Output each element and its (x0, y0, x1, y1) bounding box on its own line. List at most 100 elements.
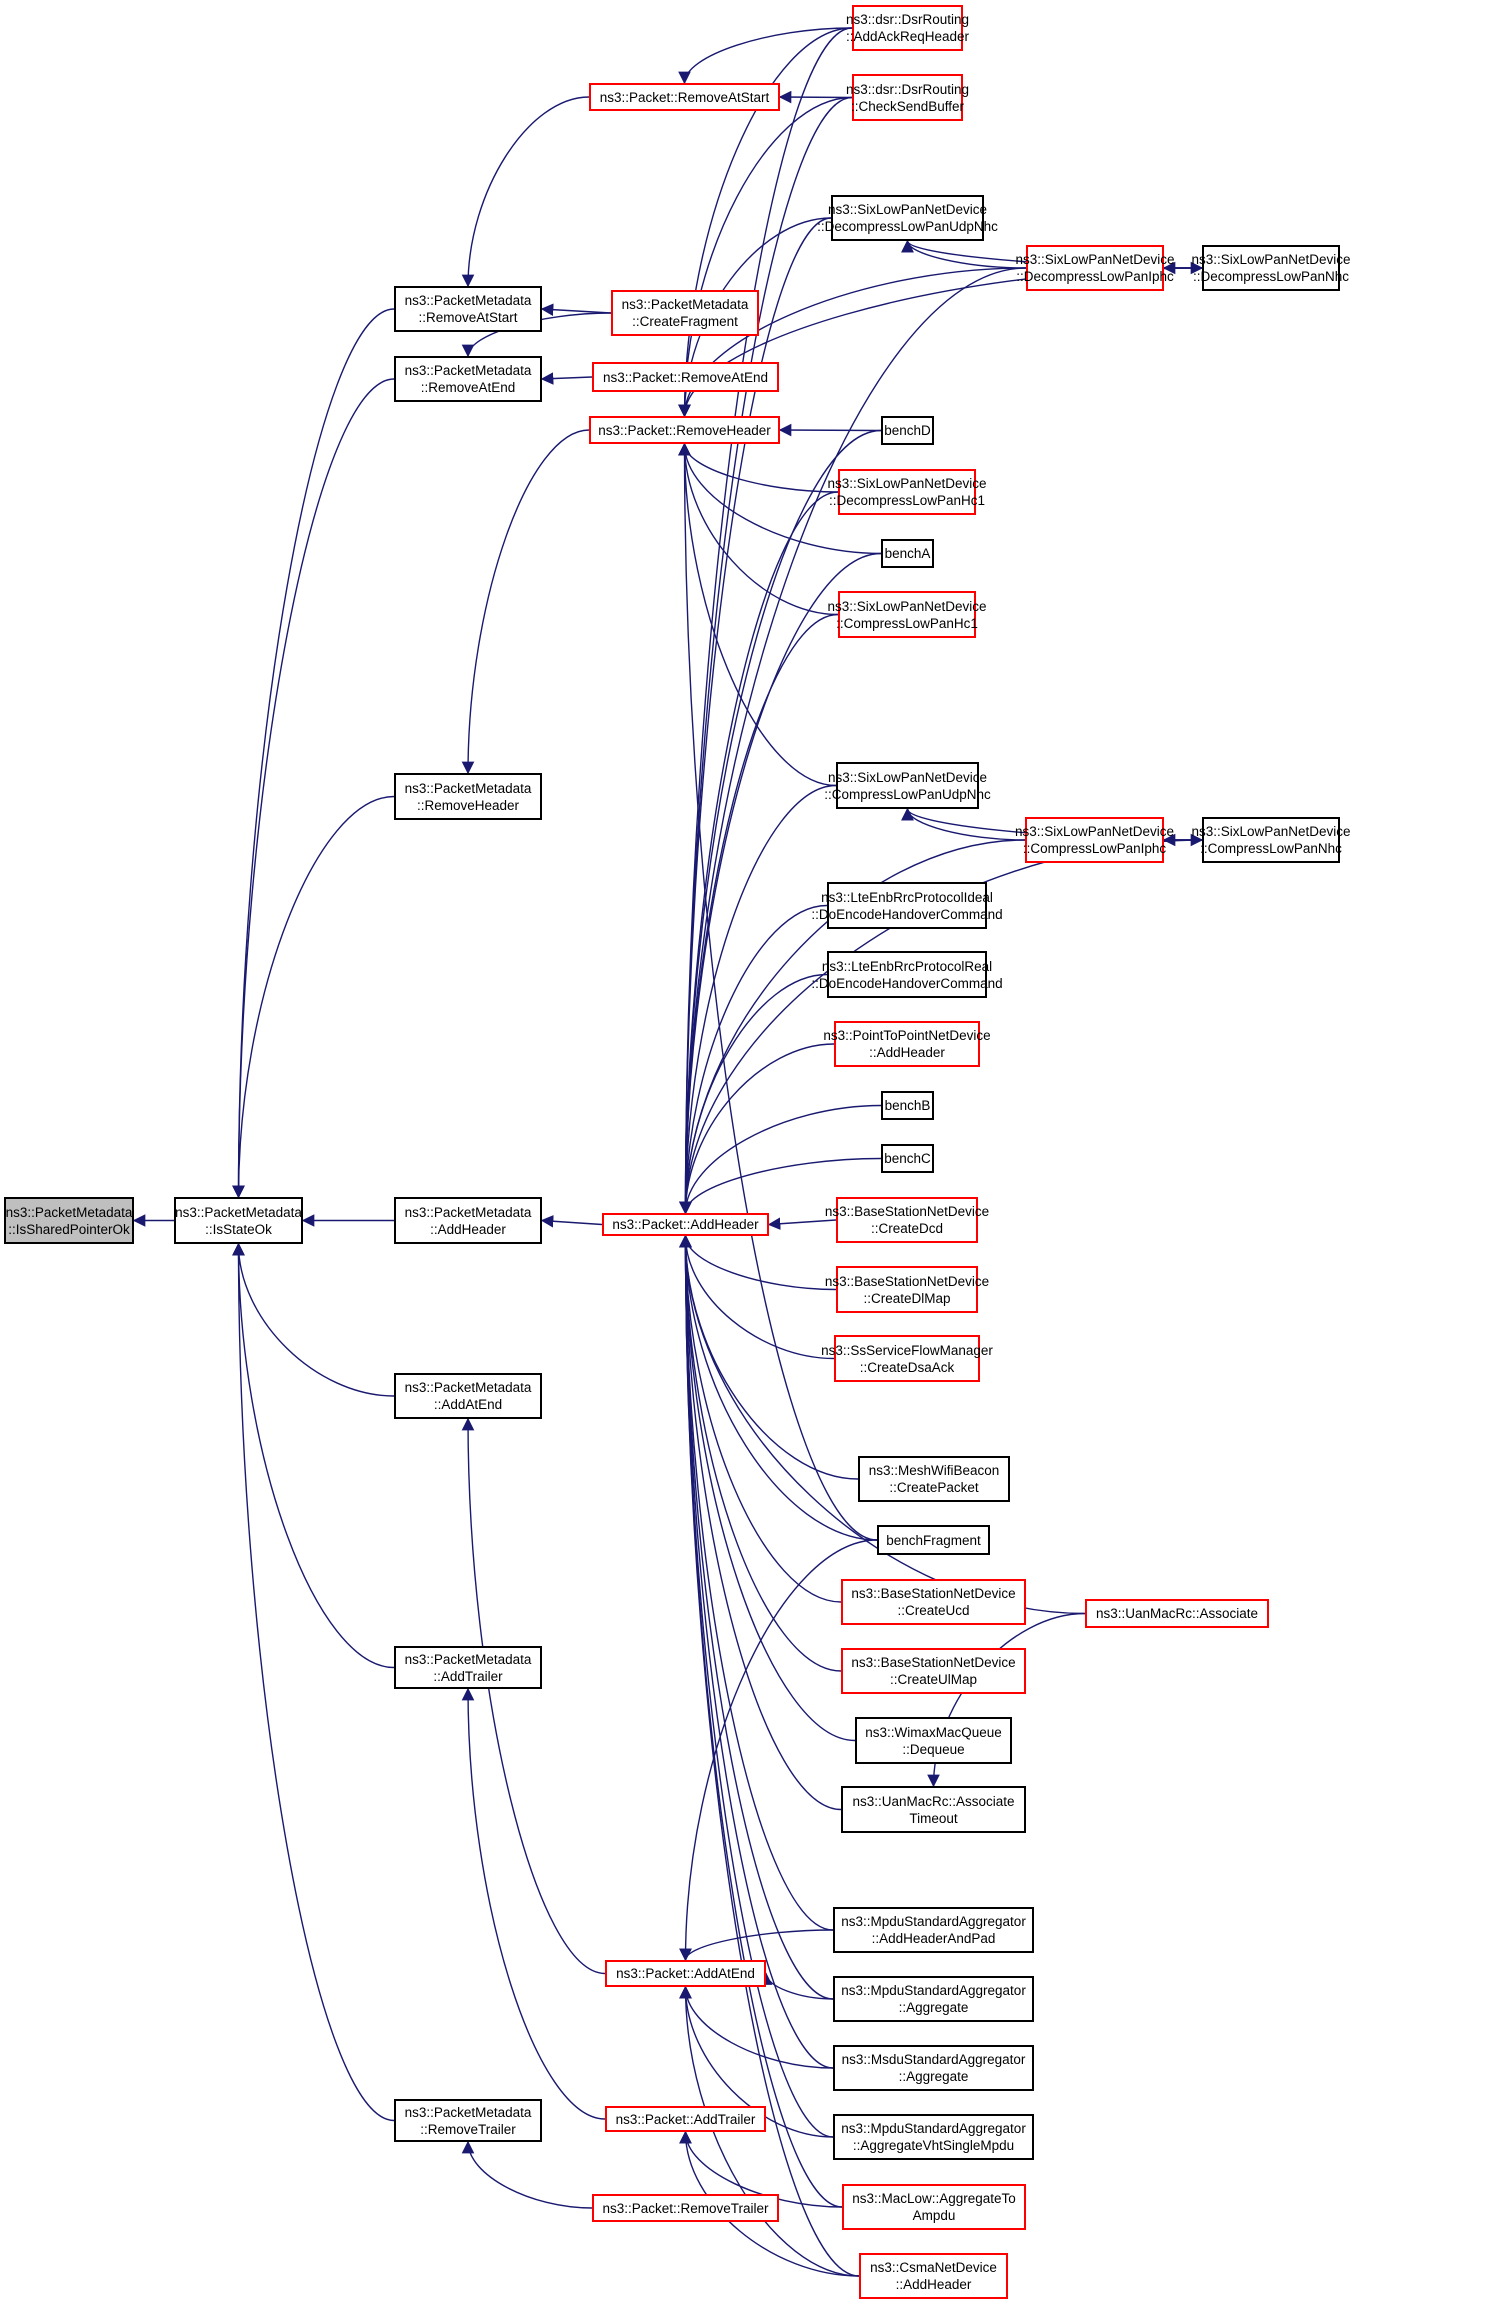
edge-benchFragment-to-pAddAtEnd (679, 1539, 878, 1962)
graph-node-p-add-header[interactable]: ns3::Packet::AddHeader (602, 1213, 769, 1236)
edge-pmRemoveAtStart-to-isStateOk (232, 308, 395, 1199)
edge-benchA-to-pRemoveHeader (678, 442, 882, 555)
edge-mpduAddHeaderAndPad-to-pAddHeader (679, 1234, 834, 1931)
graph-node-p-remove-trailer[interactable]: ns3::Packet::RemoveTrailer (592, 2194, 779, 2222)
edge-mpduVht-to-pAddAtEnd (679, 1985, 834, 2138)
graph-node-dsr-add-ack-req[interactable]: ns3::dsr::DsrRouting ::AddAckReqHeader (846, 5, 969, 51)
edge-pAddHeader-to-pmAddHeader (540, 1214, 603, 1228)
edge-pmCreateFragment-to-pmRemoveAtStart (540, 303, 612, 316)
edge-pAddAtEnd-to-pmAddAtEnd (461, 1417, 606, 1975)
graph-node-dec-nhc[interactable]: ns3::SixLowPanNetDevice ::DecompressLowP… (1191, 245, 1351, 291)
graph-node-comp-iphc[interactable]: ns3::SixLowPanNetDevice ::CompressLowPan… (1015, 817, 1174, 863)
edge-bsCreateDcd-to-pAddHeader (767, 1217, 837, 1231)
graph-node-p-remove-header[interactable]: ns3::Packet::RemoveHeader (589, 416, 780, 444)
edge-pmRemoveHeader-to-isStateOk (232, 795, 395, 1199)
graph-node-msdu-aggregate[interactable]: ns3::MsduStandardAggregator ::Aggregate (833, 2045, 1034, 2091)
graph-node-mac-low-ampdu[interactable]: ns3::MacLow::AggregateTo Ampdu (842, 2184, 1026, 2230)
edge-decHc1-to-pRemoveHeader (678, 442, 839, 493)
graph-node-bench-b[interactable]: benchB (881, 1091, 934, 1120)
edge-benchFragment-to-pRemoveHeader (678, 442, 878, 1541)
graph-node-pm-remove-at-start[interactable]: ns3::PacketMetadata ::RemoveAtStart (394, 286, 542, 332)
edge-benchFragment-to-pAddHeader (679, 1234, 878, 1541)
edge-pRemoveHeader-to-pmRemoveHeader (461, 429, 590, 775)
edge-pRemoveTrailer-to-pmRemoveTrailer (461, 2140, 593, 2209)
graph-node-p2p-add-header[interactable]: ns3::PointToPointNetDevice ::AddHeader (823, 1021, 991, 1067)
edge-decHc1-to-pAddHeader (679, 491, 839, 1215)
graph-node-bench-c[interactable]: benchC (881, 1144, 934, 1173)
graph-node-p-add-trailer[interactable]: ns3::Packet::AddTrailer (605, 2106, 766, 2132)
graph-node-uan-assoc-timeout[interactable]: ns3::UanMacRc::Associate Timeout (841, 1786, 1026, 1833)
graph-node-bs-create-ucd[interactable]: ns3::BaseStationNetDevice ::CreateUcd (841, 1579, 1026, 1625)
graph-node-p-remove-at-end[interactable]: ns3::Packet::RemoveAtEnd (592, 362, 779, 392)
edge-mpduAggregate-to-pAddAtEnd (759, 1972, 834, 2000)
edge-benchB-to-pAddHeader (679, 1104, 882, 1215)
edge-ssCreateDsaAck-to-pAddHeader (679, 1234, 835, 1360)
graph-node-bs-create-dl-map[interactable]: ns3::BaseStationNetDevice ::CreateDlMap (825, 1266, 989, 1313)
edge-p2pAddHeader-to-pAddHeader (679, 1043, 835, 1215)
edge-decIphc-to-pAddHeader (679, 267, 1027, 1215)
graph-node-pm-remove-at-end[interactable]: ns3::PacketMetadata ::RemoveAtEnd (394, 356, 542, 402)
edge-lteIdeal-to-pAddHeader (679, 904, 828, 1215)
edge-pmRemoveAtEnd-to-isStateOk (232, 378, 395, 1199)
graph-node-is-state-ok[interactable]: ns3::PacketMetadata ::IsStateOk (174, 1197, 303, 1244)
graph-node-bs-create-dcd[interactable]: ns3::BaseStationNetDevice ::CreateDcd (825, 1197, 989, 1243)
graph-node-dec-udp-nhc[interactable]: ns3::SixLowPanNetDevice ::DecompressLowP… (817, 195, 998, 241)
graph-node-uan-associate[interactable]: ns3::UanMacRc::Associate (1085, 1599, 1269, 1628)
edge-pmAddTrailer-to-isStateOk (232, 1242, 395, 1669)
graph-node-wimax-dequeue[interactable]: ns3::WimaxMacQueue ::Dequeue (855, 1717, 1012, 1764)
graph-node-dec-hc1[interactable]: ns3::SixLowPanNetDevice ::DecompressLowP… (827, 469, 987, 515)
graph-node-bench-fragment[interactable]: benchFragment (877, 1525, 990, 1555)
graph-node-pm-remove-trailer[interactable]: ns3::PacketMetadata ::RemoveTrailer (394, 2099, 542, 2142)
graph-node-pm-create-fragment[interactable]: ns3::PacketMetadata ::CreateFragment (611, 290, 759, 336)
graph-node-p-add-at-end[interactable]: ns3::Packet::AddAtEnd (605, 1960, 766, 1987)
graph-node-comp-nhc[interactable]: ns3::SixLowPanNetDevice ::CompressLowPan… (1191, 817, 1351, 863)
edge-compUdpNhc-to-pAddHeader (679, 784, 837, 1215)
edge-benchC-to-pAddHeader (679, 1157, 882, 1215)
edge-msduAggregate-to-pAddAtEnd (679, 1985, 834, 2069)
edge-benchD-to-pRemoveHeader (778, 423, 882, 437)
graph-node-pm-remove-header[interactable]: ns3::PacketMetadata ::RemoveHeader (394, 773, 542, 820)
edge-msduAggregate-to-pAddHeader (679, 1234, 834, 2069)
edge-decIphc-to-decUdpNhc (901, 239, 1027, 269)
edge-csmaAddHeader-to-pAddHeader (679, 1234, 860, 2277)
edge-bsCreateUcd-to-pAddHeader (679, 1234, 842, 1603)
graph-node-pm-add-trailer[interactable]: ns3::PacketMetadata ::AddTrailer (394, 1646, 542, 1689)
edge-pmAddAtEnd-to-isStateOk (232, 1242, 395, 1397)
edge-macLowAmpdu-to-pAddTrailer (679, 2130, 843, 2208)
edge-bsCreateUlMap-to-pAddHeader (679, 1234, 842, 1672)
graph-node-dec-iphc[interactable]: ns3::SixLowPanNetDevice ::DecompressLowP… (1015, 245, 1175, 291)
graph-node-csma-add-header[interactable]: ns3::CsmaNetDevice ::AddHeader (859, 2253, 1008, 2299)
graph-node-root[interactable]: ns3::PacketMetadata ::IsSharedPointerOk (4, 1197, 134, 1244)
graph-node-pm-add-header[interactable]: ns3::PacketMetadata ::AddHeader (394, 1197, 542, 1244)
edge-compIphc-to-compUdpNhc (901, 807, 1026, 841)
edge-bsCreateDlMap-to-pAddHeader (679, 1234, 837, 1291)
edge-dsrCheckSend-to-pRemoveHeader (678, 96, 853, 418)
graph-node-dsr-check-send[interactable]: ns3::dsr::DsrRouting ::CheckSendBuffer (846, 74, 969, 121)
graph-node-p-remove-at-start[interactable]: ns3::Packet::RemoveAtStart (589, 83, 780, 111)
graph-node-mpdu-vht[interactable]: ns3::MpduStandardAggregator ::AggregateV… (833, 2114, 1034, 2160)
edge-lteReal-to-pAddHeader (679, 973, 828, 1215)
edge-compHc1-to-pAddHeader (679, 613, 839, 1215)
edge-mpduAggregate-to-pAddHeader (679, 1234, 834, 2000)
graph-node-ss-create-dsa-ack[interactable]: ns3::SsServiceFlowManager ::CreateDsaAck (821, 1335, 993, 1382)
graph-node-pm-add-at-end[interactable]: ns3::PacketMetadata ::AddAtEnd (394, 1373, 542, 1419)
edge-csmaAddHeader-to-pAddTrailer (679, 2130, 860, 2277)
edge-dsrAddAckReq-to-pRemoveHeader (678, 27, 853, 418)
edge-dsrAddAckReq-to-pRemoveAtStart (678, 27, 853, 85)
graph-node-bs-create-ul-map[interactable]: ns3::BaseStationNetDevice ::CreateUlMap (841, 1648, 1026, 1694)
edge-pmRemoveTrailer-to-isStateOk (232, 1242, 395, 2122)
graph-node-bench-a[interactable]: benchA (881, 539, 934, 568)
graph-node-lte-real[interactable]: ns3::LteEnbRrcProtocolReal ::DoEncodeHan… (811, 951, 1003, 998)
graph-node-mesh-create-packet[interactable]: ns3::MeshWifiBeacon ::CreatePacket (858, 1456, 1010, 1502)
edge-pRemoveAtEnd-to-pmRemoveAtEnd (540, 372, 593, 385)
graph-node-bench-d[interactable]: benchD (881, 416, 934, 445)
graph-node-comp-udp-nhc[interactable]: ns3::SixLowPanNetDevice ::CompressLowPan… (824, 762, 991, 809)
graph-node-comp-hc1[interactable]: ns3::SixLowPanNetDevice ::CompressLowPan… (827, 591, 987, 638)
graph-node-mpdu-add-header-and-pad[interactable]: ns3::MpduStandardAggregator ::AddHeaderA… (833, 1907, 1034, 1953)
edge-compHc1-to-pRemoveHeader (678, 442, 839, 616)
edge-pAddTrailer-to-pmAddTrailer (461, 1687, 606, 2120)
graph-node-lte-ideal[interactable]: ns3::LteEnbRrcProtocolIdeal ::DoEncodeHa… (811, 882, 1003, 929)
graph-node-mpdu-aggregate[interactable]: ns3::MpduStandardAggregator ::Aggregate (833, 1976, 1034, 2022)
